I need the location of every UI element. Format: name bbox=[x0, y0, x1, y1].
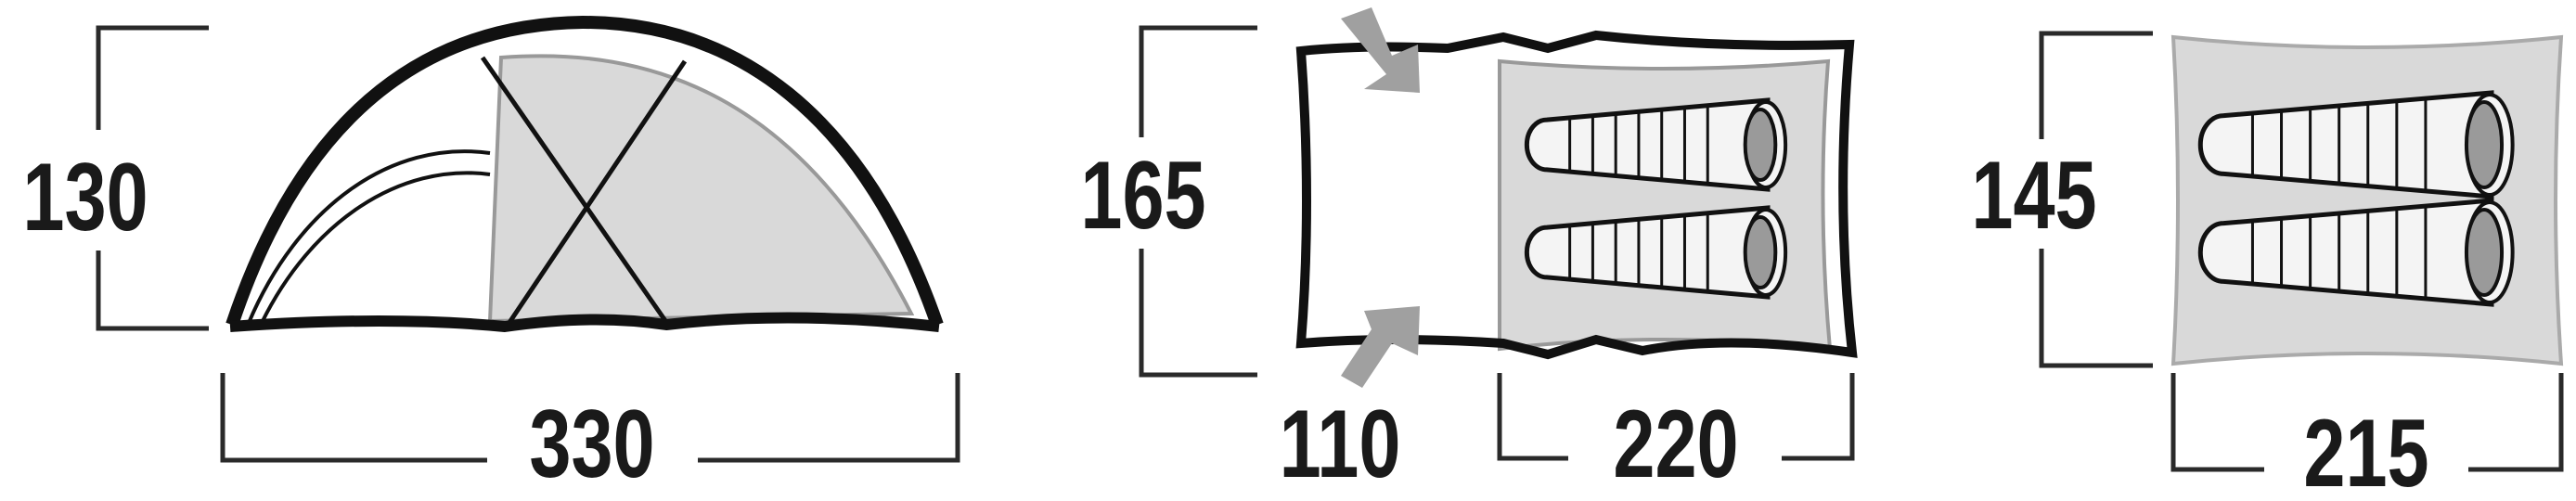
entrance-arrow-bottom bbox=[1341, 306, 1420, 388]
outer-fly bbox=[225, 15, 944, 328]
inner-width-label: 145 bbox=[1971, 141, 2096, 249]
tent-base bbox=[229, 312, 940, 333]
sleeping-bag bbox=[2197, 198, 2515, 307]
inner-tent-length-label: 215 bbox=[2303, 399, 2428, 501]
width-bracket bbox=[1139, 25, 1257, 378]
pole-left bbox=[480, 56, 671, 327]
inner-length-bracket bbox=[1497, 373, 1855, 461]
inner-width-bracket bbox=[2039, 31, 2153, 368]
side-view: 130 330 bbox=[22, 15, 960, 497]
inner-tent-view: 145 215 bbox=[1971, 31, 2564, 501]
inner-length-label: 220 bbox=[1613, 390, 1738, 497]
door-arc bbox=[247, 149, 491, 324]
fly-outline bbox=[1295, 30, 1858, 360]
height-bracket bbox=[96, 25, 209, 331]
sleeping-bag bbox=[2197, 90, 2515, 199]
sleeping-bag bbox=[1524, 97, 1788, 192]
bag-head-opening bbox=[2464, 208, 2505, 297]
pole-right bbox=[504, 59, 688, 328]
bag-head-opening bbox=[1743, 108, 1778, 182]
length-label: 330 bbox=[529, 390, 654, 497]
top-view: 165 110 220 bbox=[1080, 7, 1858, 497]
entrance-arrow-top bbox=[1341, 7, 1420, 93]
inner-floor bbox=[2170, 34, 2564, 366]
inner-tent-floor bbox=[1498, 58, 1833, 352]
bag-head-opening bbox=[1743, 215, 1778, 289]
bag-body bbox=[2197, 198, 2494, 307]
height-label: 130 bbox=[22, 143, 148, 250]
width-label: 165 bbox=[1080, 141, 1205, 249]
length-bracket bbox=[220, 373, 960, 463]
inner-tent-fill bbox=[487, 54, 915, 324]
bag-body bbox=[2197, 90, 2494, 199]
vestibule-length-label: 110 bbox=[1280, 390, 1401, 497]
inner-length-bracket-2 bbox=[2170, 373, 2564, 472]
bag-head-opening bbox=[2464, 100, 2505, 189]
sleeping-bag bbox=[1524, 205, 1788, 300]
